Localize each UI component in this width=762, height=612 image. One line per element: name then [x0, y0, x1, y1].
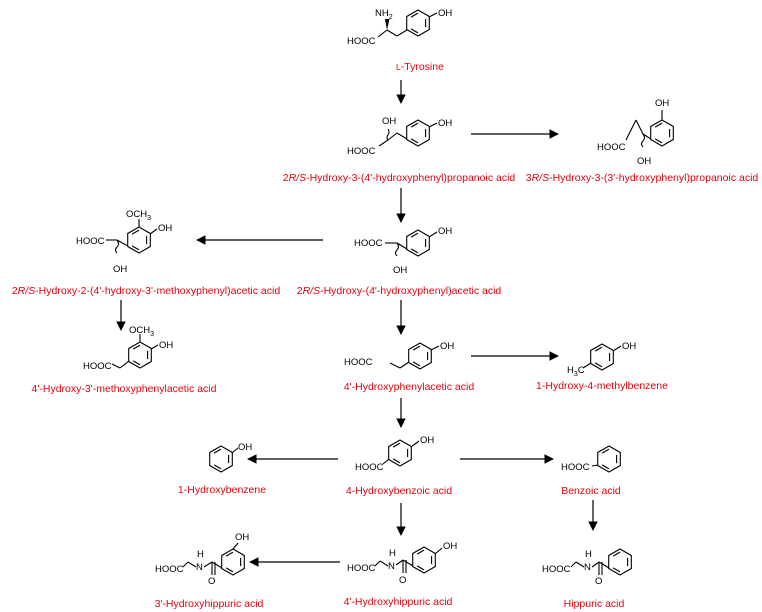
label-hha4: 4'-Hydroxyhippuric acid	[344, 596, 453, 608]
label-hydroxybenzene: 1-Hydroxybenzene	[178, 484, 266, 496]
structure-benzoic: HOOC	[561, 445, 621, 473]
o-atom: O	[208, 576, 215, 587]
compound-3rs-hydroxy-3-3-hydroxyphenyl-propanoic-acid: OH OH HOOC 3R/S-Hydroxy-3-(3'-hydroxyphe…	[526, 98, 759, 184]
structure-l-tyrosine: OH NH2 HOOC	[347, 8, 452, 47]
compound-l-tyrosine: OH NH2 HOOC L-Tyrosine	[347, 8, 452, 73]
cooh-atom: HOOC	[347, 146, 376, 157]
label-2rs-hmpa: 2R/S-Hydroxy-2-(4'-hydroxy-3'-methoxyphe…	[12, 285, 281, 297]
cooh-atom: HOOC	[561, 462, 590, 473]
label-benzoic: Benzoic acid	[561, 485, 621, 497]
structure-hba: OH HOOC	[355, 435, 434, 473]
structure-hmpla: OH OCH3 HOOC	[83, 325, 173, 372]
cooh-atom: HOOC	[347, 36, 376, 47]
compound-hippuric-acid: H N O HOOC Hippuric acid	[542, 548, 632, 610]
compound-benzoic-acid: HOOC Benzoic acid	[561, 445, 621, 497]
ch3-atom: H3C	[567, 365, 585, 378]
oh-ring-atom: OH	[238, 442, 252, 453]
structure-hppa: OH HOOC	[344, 341, 454, 370]
structure-2rs-hpp: OH OH HOOC	[347, 116, 452, 157]
oh-ring-atom: OH	[443, 541, 457, 552]
cooh-atom: HOOC	[347, 563, 376, 574]
nh-atom: H	[585, 549, 592, 560]
structure-hha3: OH H N O HOOC	[155, 532, 249, 587]
cooh-atom: HOOC	[354, 238, 383, 249]
label-methylbenzene: 1-Hydroxy-4-methylbenzene	[536, 380, 668, 392]
structure-hha4: OH H N O HOOC	[347, 541, 457, 586]
structure-3rs-hpp: OH OH HOOC	[597, 98, 674, 167]
compound-2rs-hydroxy-3-4-hydroxyphenyl-propanoic-acid: OH OH HOOC 2R/S-Hydroxy-3-(4'-hydroxyphe…	[283, 116, 516, 184]
label-hha3: 3'-Hydroxyhippuric acid	[155, 598, 264, 610]
compound-2rs-hydroxy-4-hydroxyphenyl-acetic-acid: OH OH HOOC 2R/S-Hydroxy-(4'-hydroxypheny…	[297, 226, 502, 297]
cooh-atom: HOOC	[355, 462, 384, 473]
oh-ring-atom: OH	[235, 532, 249, 543]
oh-ring-atom: OH	[159, 340, 173, 351]
nh-atom: H	[197, 549, 204, 560]
label-hmpla: 4'-Hydroxy-3'-methoxyphenylacetic acid	[32, 383, 217, 395]
o-atom: O	[399, 575, 406, 586]
oh-atom: OH	[438, 8, 452, 19]
structure-hydroxybenzene: OH	[209, 442, 252, 473]
o-atom: O	[595, 576, 602, 587]
oh-ring-atom: OH	[438, 226, 452, 237]
n-atom: N	[584, 562, 591, 573]
nh-atom: H	[389, 548, 396, 559]
oh-ring-atom: OH	[158, 223, 172, 234]
label-3rs-hpp: 3R/S-Hydroxy-3-(3'-hydroxyphenyl)propano…	[526, 172, 759, 184]
compound-4-hydroxyhippuric-acid: OH H N O HOOC 4'-Hydroxyhippuric acid	[344, 541, 458, 608]
cooh-atom: HOOC	[542, 564, 571, 575]
compound-4-hydroxy-3-methoxyphenylacetic-acid: OH OCH3 HOOC 4'-Hydroxy-3'-methoxyphenyl…	[32, 325, 217, 395]
compound-3-hydroxyhippuric-acid: OH H N O HOOC 3'-Hydroxyhippuric acid	[155, 532, 264, 610]
label-2rs-hpp: 2R/S-Hydroxy-3-(4'-hydroxyphenyl)propano…	[283, 172, 516, 184]
oh-side-atom: OH	[637, 156, 651, 167]
oh-ring-atom: OH	[438, 118, 452, 129]
oh-ring-atom: OH	[440, 341, 454, 352]
label-hippuric: Hippuric acid	[564, 598, 625, 610]
n-atom: N	[388, 561, 395, 572]
label-l-tyrosine: L-Tyrosine	[396, 61, 444, 73]
structure-2rs-hmpa: OH OCH3 OH HOOC	[76, 209, 172, 275]
oh-ring-atom: OH	[622, 341, 636, 352]
oh-ring-atom: OH	[655, 98, 669, 109]
compound-1-hydroxybenzene: OH 1-Hydroxybenzene	[178, 442, 266, 496]
cooh-atom: HOOC	[155, 564, 184, 575]
oh-side-atom: OH	[382, 116, 396, 127]
reaction-arrows	[116, 80, 598, 567]
oh-ring-atom: OH	[420, 435, 434, 446]
oh-side-atom: OH	[393, 265, 407, 276]
oh-side-atom: OH	[113, 264, 127, 275]
cooh-atom: HOOC	[344, 357, 373, 368]
cooh-atom: HOOC	[83, 361, 112, 372]
compound-2rs-hydroxy-2-4-hydroxy-3-methoxyphenyl-acetic-acid: OH OCH3 OH HOOC 2R/S-Hydroxy-2-(4'-hydro…	[12, 209, 281, 297]
compound-4-hydroxybenzoic-acid: OH HOOC 4-Hydroxybenzoic acid	[346, 435, 452, 497]
cooh-atom: HOOC	[597, 142, 626, 153]
compound-4-hydroxyphenylacetic-acid: OH HOOC 4'-Hydroxyphenylacetic acid	[344, 341, 475, 393]
och3-atom: OCH3	[129, 325, 154, 338]
structure-2rs-hpa: OH OH HOOC	[354, 226, 452, 276]
cooh-atom: HOOC	[76, 236, 105, 247]
structure-methylbenzene: OH H3C	[567, 341, 636, 378]
n-atom: N	[196, 562, 203, 573]
nh2-atom: NH2	[375, 8, 393, 21]
label-2rs-hpa: 2R/S-Hydroxy-(4'-hydroxyphenyl)acetic ac…	[297, 285, 502, 297]
och3-atom: OCH3	[126, 209, 151, 222]
label-hba: 4-Hydroxybenzoic acid	[346, 485, 452, 497]
structure-hippuric: H N O HOOC	[542, 548, 632, 587]
label-hppa: 4'-Hydroxyphenylacetic acid	[344, 381, 475, 393]
compound-1-hydroxy-4-methylbenzene: OH H3C 1-Hydroxy-4-methylbenzene	[536, 341, 668, 392]
